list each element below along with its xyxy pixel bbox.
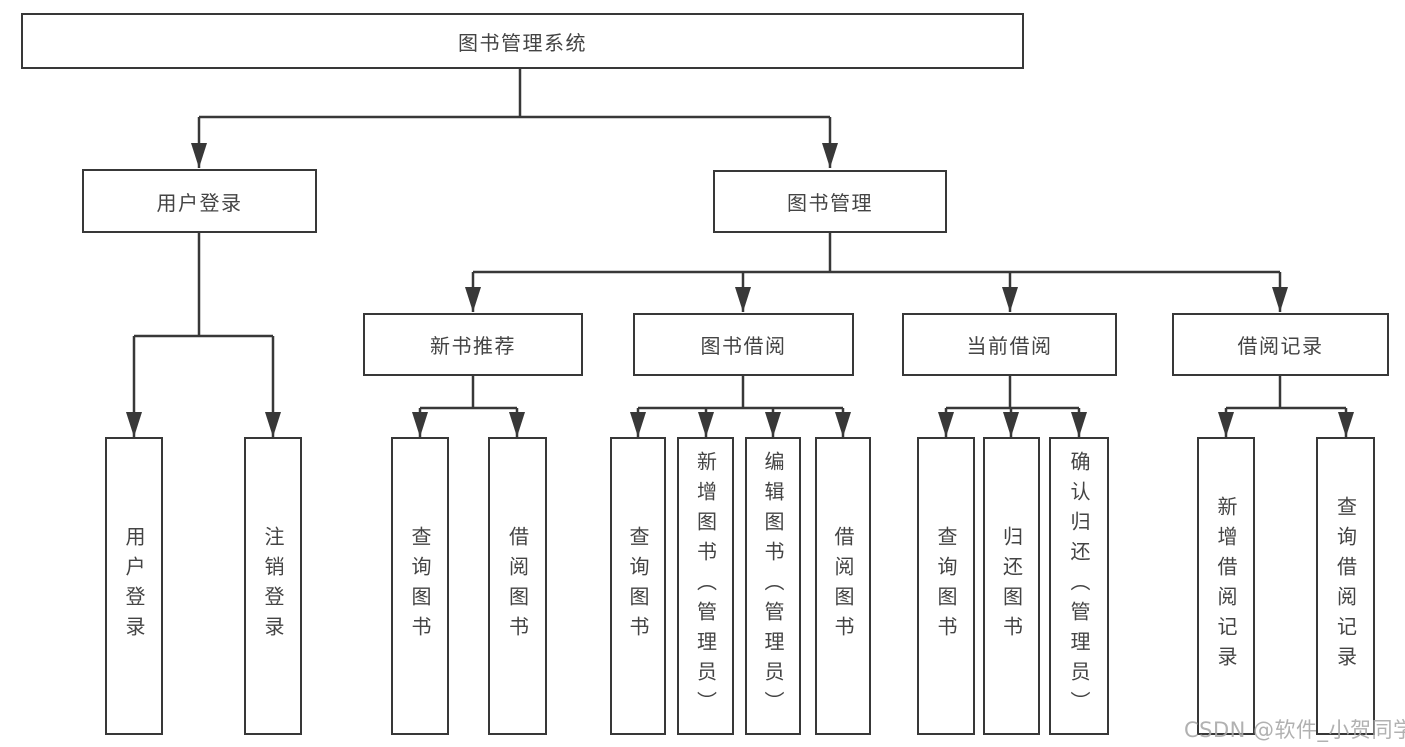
node-leaf-query-borrow-record-label: 查询借阅记录 bbox=[1333, 496, 1358, 676]
node-leaf-query-books-3: 查询图书 bbox=[917, 437, 975, 735]
node-leaf-query-borrow-record: 查询借阅记录 bbox=[1316, 437, 1375, 735]
node-leaf-add-books-admin: 新增图书（管理员） bbox=[677, 437, 734, 735]
node-leaf-add-books-admin-label: 新增图书（管理员） bbox=[693, 451, 718, 721]
node-leaf-borrow-books-1: 借阅图书 bbox=[488, 437, 547, 735]
node-current-borrowing: 当前借阅 bbox=[902, 313, 1117, 376]
node-leaf-edit-books-admin-label: 编辑图书（管理员） bbox=[761, 451, 785, 721]
node-leaf-confirm-return-admin-label: 确认归还（管理员） bbox=[1067, 451, 1091, 721]
node-leaf-query-books-2-label: 查询图书 bbox=[626, 526, 650, 646]
node-user-login-label: 用户登录 bbox=[156, 190, 243, 215]
node-leaf-query-books-1-label: 查询图书 bbox=[408, 526, 432, 646]
node-leaf-return-books: 归还图书 bbox=[983, 437, 1040, 735]
node-leaf-add-borrow-record-label: 新增借阅记录 bbox=[1214, 496, 1238, 676]
node-leaf-user-login-label: 用户登录 bbox=[122, 526, 146, 646]
node-leaf-query-books-1: 查询图书 bbox=[391, 437, 449, 735]
watermark: CSDN @软件_小贺同学 bbox=[1184, 718, 1405, 742]
node-leaf-return-books-label: 归还图书 bbox=[999, 526, 1024, 646]
node-root-label: 图书管理系统 bbox=[458, 30, 587, 55]
node-leaf-query-books-2: 查询图书 bbox=[610, 437, 666, 735]
node-leaf-logout-label: 注销登录 bbox=[261, 526, 285, 646]
node-leaf-query-books-3-label: 查询图书 bbox=[934, 526, 958, 646]
node-root: 图书管理系统 bbox=[21, 13, 1024, 69]
node-book-borrowing-label: 图书借阅 bbox=[700, 334, 787, 358]
node-book-management-label: 图书管理 bbox=[787, 191, 873, 215]
node-leaf-borrow-books-1-label: 借阅图书 bbox=[505, 526, 530, 646]
node-leaf-add-borrow-record: 新增借阅记录 bbox=[1197, 437, 1255, 735]
node-leaf-borrow-books-2-label: 借阅图书 bbox=[831, 526, 855, 646]
node-leaf-edit-books-admin: 编辑图书（管理员） bbox=[745, 437, 801, 735]
node-new-book-recommendation-label: 新书推荐 bbox=[430, 334, 516, 358]
node-leaf-user-login: 用户登录 bbox=[105, 437, 163, 735]
node-borrowing-records: 借阅记录 bbox=[1172, 313, 1389, 376]
node-leaf-borrow-books-2: 借阅图书 bbox=[815, 437, 871, 735]
node-current-borrowing-label: 当前借阅 bbox=[966, 334, 1053, 358]
node-book-management: 图书管理 bbox=[713, 170, 947, 233]
node-user-login: 用户登录 bbox=[82, 169, 317, 233]
node-borrowing-records-label: 借阅记录 bbox=[1237, 334, 1324, 358]
node-leaf-logout: 注销登录 bbox=[244, 437, 302, 735]
node-leaf-confirm-return-admin: 确认归还（管理员） bbox=[1049, 437, 1109, 735]
node-book-borrowing: 图书借阅 bbox=[633, 313, 854, 376]
node-new-book-recommendation: 新书推荐 bbox=[363, 313, 583, 376]
